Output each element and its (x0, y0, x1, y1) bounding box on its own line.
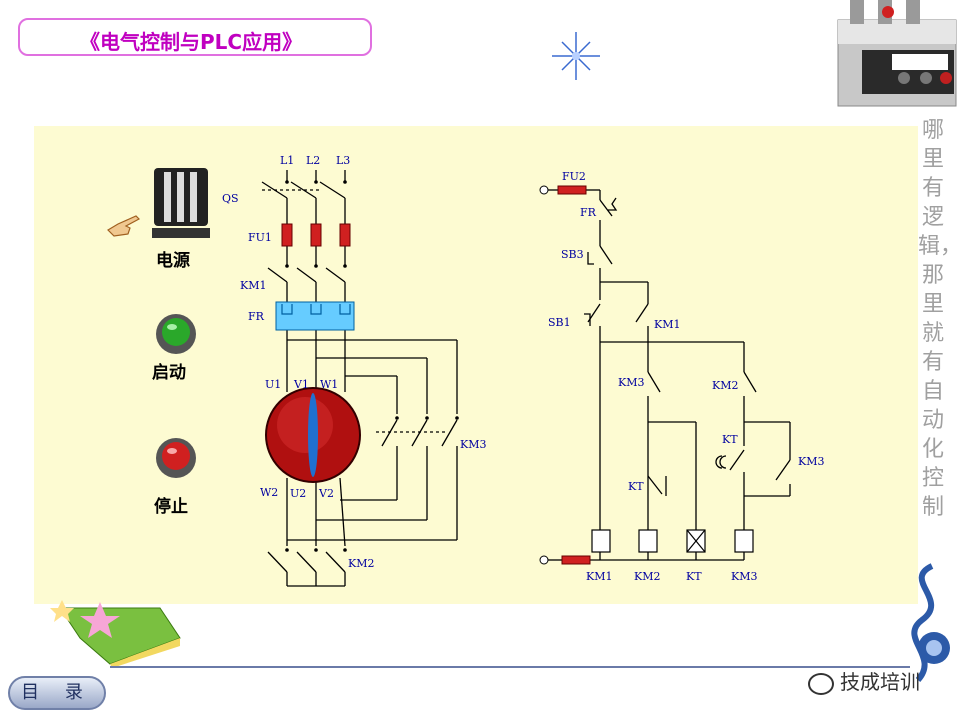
label-w1: W1 (320, 378, 338, 391)
label-v1: V1 (293, 378, 309, 391)
book-decoration-icon (50, 600, 181, 668)
label-sb3: SB3 (561, 248, 584, 261)
label-qs: QS (222, 192, 239, 205)
watermark-text: 技成培训 (808, 666, 920, 695)
title-box: 《电气控制与PLC应用》 (18, 18, 372, 56)
label-km1: KM1 (240, 279, 266, 292)
power-switch-icon[interactable] (152, 166, 210, 242)
label-l3: L3 (336, 154, 350, 167)
label-km3: KM3 (460, 438, 486, 451)
page-title: 《电气控制与PLC应用》 (80, 30, 303, 54)
label-u2: U2 (290, 487, 306, 500)
watermark-label: 技成培训 (840, 670, 920, 694)
label-ctl-kt-nc: KT (628, 480, 644, 493)
thermal-relay-image (837, 0, 957, 107)
label-ctl-km2-nc: KM2 (712, 379, 738, 392)
label-ctl-kt-no: KT (722, 433, 738, 446)
toc-button[interactable]: 目 录 (8, 676, 106, 710)
label-l2: L2 (306, 154, 320, 167)
power-label: 电源 (156, 251, 190, 271)
ornament-decoration-icon (911, 563, 950, 683)
label-u1: U1 (265, 378, 281, 391)
label-coil-km2: KM2 (634, 570, 660, 583)
label-l1: L1 (280, 154, 294, 167)
label-v2: V2 (318, 487, 334, 500)
label-coil-kt: KT (686, 570, 702, 583)
label-sb1: SB1 (548, 316, 571, 329)
label-km2: KM2 (348, 557, 374, 570)
label-fu1: FU1 (248, 231, 272, 244)
footer-divider (110, 666, 910, 668)
label-ctl-km3-no: KM3 (798, 455, 824, 468)
wechat-icon (808, 672, 834, 695)
label-fu2: FU2 (562, 170, 586, 183)
stop-button[interactable] (154, 436, 198, 480)
label-fr: FR (248, 310, 265, 323)
label-ctl-km3-nc: KM3 (618, 376, 644, 389)
label-coil-km3: KM3 (731, 570, 757, 583)
start-button[interactable] (154, 312, 198, 356)
sparkle-icon (552, 32, 600, 80)
side-caption: 哪里有逻辑，那里就有自动化控制 (918, 118, 960, 520)
label-ctl-fr: FR (580, 206, 597, 219)
stop-label: 停止 (154, 497, 188, 517)
label-coil-km1: KM1 (586, 570, 612, 583)
hand-pointer-icon (107, 215, 140, 237)
start-label: 启动 (152, 363, 186, 383)
label-ctl-km1: KM1 (654, 318, 680, 331)
label-w2: W2 (260, 486, 278, 499)
